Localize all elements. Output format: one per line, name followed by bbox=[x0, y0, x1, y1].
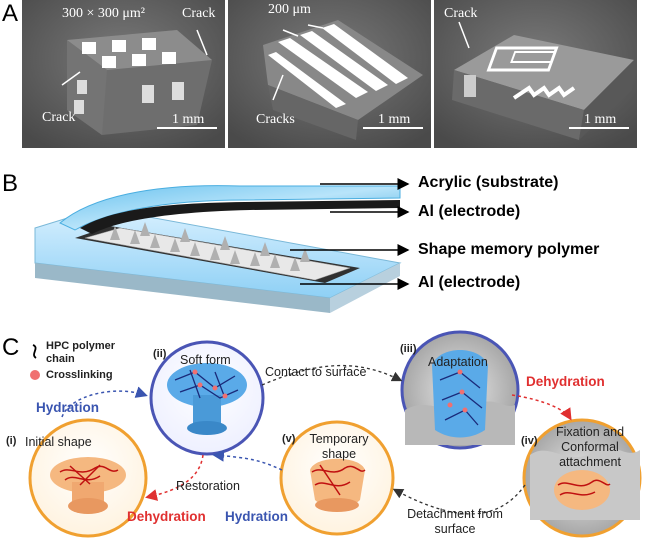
state-iv-number: (iv) bbox=[521, 435, 538, 447]
state-iii-number: (iii) bbox=[400, 343, 417, 355]
restoration-label: Restoration bbox=[176, 479, 240, 493]
hydration-bottom-label: Hydration bbox=[225, 509, 289, 524]
state-v-label: Temporary shape bbox=[309, 432, 369, 461]
panel-label-c: C bbox=[2, 334, 20, 361]
legend-chain-label: HPC polymer chain bbox=[46, 340, 116, 365]
sem1-dims-label: 300 × 300 μm² bbox=[62, 6, 145, 21]
dehydration-right-label: Dehydration bbox=[526, 374, 605, 389]
sem3-crack-label: Crack bbox=[444, 6, 478, 21]
detachment-label: Detachment from surface bbox=[407, 507, 503, 536]
panel-label-a: A bbox=[2, 0, 19, 27]
sem-image-2: 200 μm Cracks 1 mm bbox=[228, 0, 431, 148]
state-v-number: (v) bbox=[282, 433, 296, 445]
legend-chain-icon bbox=[32, 344, 37, 359]
sem-image-3: Crack 1 mm bbox=[434, 0, 637, 148]
contact-label: Contact to surface bbox=[265, 365, 367, 379]
sem2-dims-label: 200 μm bbox=[268, 2, 311, 17]
layer-label-smp: Shape memory polymer bbox=[418, 241, 600, 258]
state-ii-label: Soft form bbox=[180, 353, 231, 367]
sem2-scale-label: 1 mm bbox=[378, 112, 411, 127]
layer-label-acrylic: Acrylic (substrate) bbox=[418, 174, 559, 191]
state-i-number: (i) bbox=[6, 435, 17, 447]
hydration-top-label: Hydration bbox=[36, 400, 100, 415]
layer-label-al-top: Al (electrode) bbox=[418, 203, 521, 220]
layer-label-al-bottom: Al (electrode) bbox=[418, 274, 521, 291]
state-iv-label: Fixation and Conformal attachment bbox=[555, 425, 625, 469]
sem1-crack-top-label: Crack bbox=[182, 6, 216, 21]
dehydration-bottom-label: Dehydration bbox=[127, 509, 206, 524]
panel-label-b: B bbox=[2, 170, 19, 197]
sem-image-1: 300 × 300 μm² Crack Crack 1 mm bbox=[22, 0, 225, 148]
state-i-label: Initial shape bbox=[25, 435, 92, 449]
state-iii-label: Adaptation bbox=[428, 355, 488, 369]
sem2-cracks-label: Cracks bbox=[256, 112, 295, 127]
sem1-scale-label: 1 mm bbox=[172, 112, 205, 127]
legend-crosslink-icon bbox=[30, 370, 40, 380]
sem1-crack-left-label: Crack bbox=[42, 110, 76, 125]
device-schematic bbox=[34, 185, 402, 313]
legend-crosslink-label: Crosslinking bbox=[46, 369, 113, 381]
state-ii-number: (ii) bbox=[153, 348, 167, 360]
sem3-scale-label: 1 mm bbox=[584, 112, 617, 127]
